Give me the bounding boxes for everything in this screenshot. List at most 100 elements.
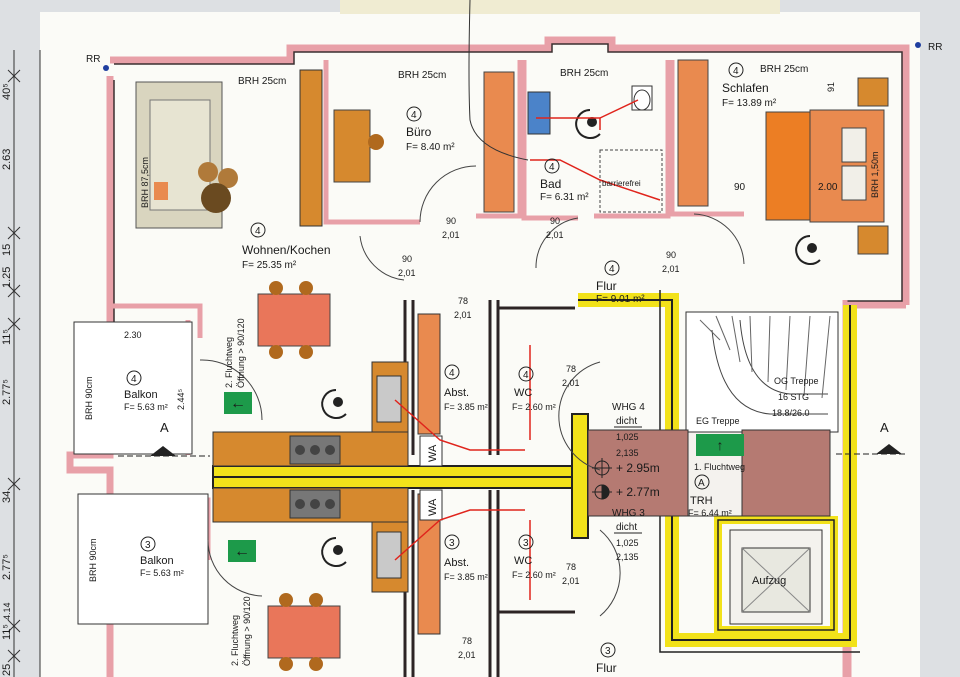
dining-table-bottom: [267, 593, 341, 671]
plan-text: 3: [449, 538, 455, 549]
elevator: [729, 529, 823, 625]
room-area-wc4: F= 2.60 m²: [512, 402, 556, 412]
plan-text: WHG 4: [612, 402, 645, 413]
plan-text: 2,01: [454, 310, 472, 320]
plan-text: 1,025: [616, 538, 639, 548]
plan-text: 78: [458, 296, 468, 306]
room-name-buero: Büro: [406, 125, 432, 139]
room-area-bad: F= 6.31 m²: [540, 192, 589, 203]
dim-200: 2.00: [818, 182, 838, 193]
level-b-label: + 2.77m: [616, 485, 660, 499]
plan-text: ↑: [717, 437, 724, 453]
room-name-wc4: WC: [514, 387, 532, 399]
room-label-trh: A TRH F= 6.44 m²: [688, 474, 732, 518]
dim-left-5: 2.77⁵: [1, 379, 13, 405]
room-area-abst4: F= 3.85 m²: [444, 402, 488, 412]
bathroom-fixtures: [527, 85, 663, 213]
room-name-wc3: WC: [514, 555, 532, 567]
plan-text: dicht: [616, 416, 637, 427]
room-label-balkon3: 3 Balkon F= 5.63 m²: [140, 536, 184, 578]
brh-label-8: BRH 90cm: [88, 538, 98, 582]
room-area-trh: F= 6.44 m²: [688, 508, 732, 518]
corner-mark-left: RR: [86, 54, 100, 65]
plan-text: 90: [550, 216, 560, 226]
brh-label-5: BRH 87,5cm: [140, 157, 150, 208]
dim-left-3: 1.25: [1, 267, 13, 288]
plan-text: 2,01: [662, 264, 680, 274]
plan-text: WHG 3: [612, 508, 645, 519]
wardrobes: [483, 59, 709, 213]
dim-left-2: 15: [1, 244, 13, 256]
plan-text: 78: [566, 562, 576, 572]
dim-90-bed: 90: [734, 182, 746, 193]
balconies: [73, 321, 209, 625]
flat-door-whg3: WHG 3 dicht 1,025 2,135: [612, 508, 645, 562]
corner-mark-right: RR: [928, 42, 942, 53]
balkon-width: 2.30: [124, 330, 142, 340]
brh-label-7: BRH 90cm: [84, 376, 94, 420]
plan-text: 4: [131, 374, 137, 385]
corner-dot-right: [915, 42, 921, 48]
brh-label-1: BRH 25cm: [238, 76, 286, 87]
room-name-bad: Bad: [540, 177, 561, 191]
room-area-abst3: F= 3.85 m²: [444, 572, 488, 582]
room-name-abst4: Abst.: [444, 387, 469, 399]
room-name-schlafen: Schlafen: [722, 81, 769, 95]
coffee-table: [198, 162, 238, 213]
plan-text: 4: [255, 226, 261, 237]
dining-table-top: [257, 281, 331, 359]
desk: [333, 109, 384, 183]
room-label-balkon4: 4 Balkon F= 5.63 m² 2.30 2.44⁵: [124, 330, 186, 412]
plan-text: 2,135: [616, 448, 639, 458]
room-label-abst3: 3 Abst. F= 3.85 m²: [444, 534, 488, 582]
room-name-flur4: Flur: [596, 279, 617, 293]
stg-dim-label: 18.8/26.0: [772, 408, 810, 418]
brh-label-4: BRH 25cm: [760, 64, 808, 75]
dim-left-4: 11⁵: [1, 329, 13, 345]
room-label-wohnen: 4 Wohnen/Kochen F= 25.35 m²: [242, 222, 331, 271]
cooktop-top: [289, 435, 341, 465]
room-label-wc3: 3 WC F= 2.60 m²: [512, 534, 556, 580]
section-marker-left: A: [118, 420, 210, 457]
stg-label: 16 STG: [778, 392, 809, 402]
room-area-schlafen: F= 13.89 m²: [722, 98, 777, 109]
plan-text: 4: [449, 368, 455, 379]
dim-left-7: 2.77⁵: [1, 554, 13, 580]
plan-text: A: [698, 478, 705, 489]
landing-floors: [587, 429, 831, 517]
corner-dot-left: [103, 65, 109, 71]
plan-text: 3: [605, 646, 611, 657]
brh-label-6: BRH 1,50m: [870, 151, 880, 198]
barrierefrei-label: barrierefrei: [602, 179, 641, 188]
room-name-balkon3: Balkon: [140, 555, 174, 567]
plan-text: 78: [462, 636, 472, 646]
balkon-height: 2.44⁵: [176, 388, 186, 410]
dim-left-1: 2.63: [1, 149, 13, 170]
plan-text: 4: [411, 110, 417, 121]
section-label-right: A: [880, 420, 889, 435]
plan-text: 4: [609, 264, 615, 275]
plan-text: 1,025: [616, 432, 639, 442]
dim-left-0: 40⁵: [1, 83, 13, 100]
sinks: [376, 375, 402, 579]
brh-label-3: BRH 25cm: [560, 68, 608, 79]
plan-text: 4: [523, 370, 529, 381]
section-label-left: A: [160, 420, 169, 435]
room-label-wc4: 4 WC F= 2.60 m²: [512, 366, 556, 412]
fluchtweg2-top: 2. Fluchtweg: [224, 337, 234, 388]
og-treppe-label: OG Treppe: [774, 376, 819, 386]
sofa: [135, 81, 223, 229]
plan-text: 2,01: [442, 230, 460, 240]
room-label-abst4: 4 Abst. F= 3.85 m²: [444, 364, 488, 412]
plan-text: 78: [566, 364, 576, 374]
pencil-line: [468, 0, 529, 161]
turning-circles: [321, 109, 821, 567]
room-area-wohnen: F= 25.35 m²: [242, 260, 297, 271]
bed: [765, 77, 889, 255]
plan-text: ←: [234, 543, 250, 560]
plan-text: ←: [230, 395, 246, 412]
fluchtweg2-bottom: 2. Fluchtweg: [230, 615, 240, 666]
staircase: [685, 311, 839, 433]
wa-label-top: WA: [427, 444, 439, 462]
